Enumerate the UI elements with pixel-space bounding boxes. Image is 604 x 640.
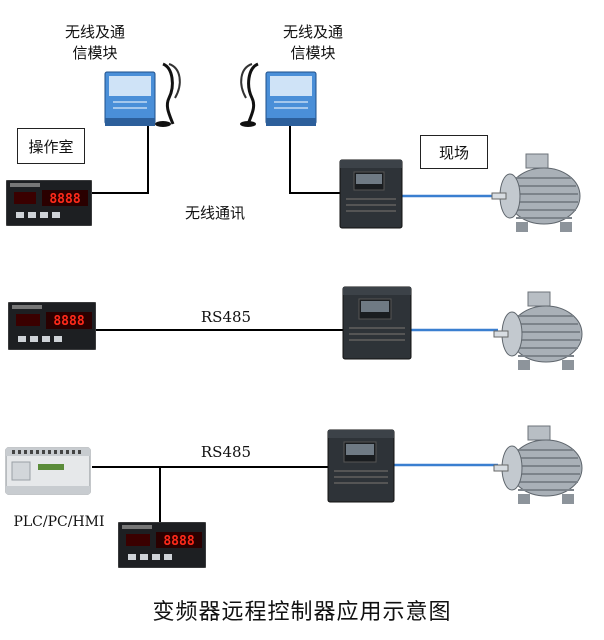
controller-2-digits: 8888 (53, 314, 84, 329)
field-label: 现场 (420, 135, 488, 169)
controller-3-digits: 8888 (163, 534, 194, 549)
module-left-caption: 无线及通 信模块 (50, 22, 140, 64)
diagram-caption: 变频器远程控制器应用示意图 (152, 600, 452, 625)
wire-module-to-vfd-1 (289, 125, 342, 194)
remote-controller-2: 8888 (8, 302, 96, 350)
wireless-module-left (103, 58, 189, 130)
wire-controller-to-module (90, 125, 149, 194)
wireless-module-right (236, 58, 322, 130)
module-right-caption: 无线及通 信模块 (268, 22, 358, 64)
motor-2 (488, 290, 588, 372)
rs485-label-row2: RS485 (200, 308, 252, 326)
wireless-link-label: 无线通讯 (184, 204, 245, 222)
remote-controller-3: 8888 (118, 522, 206, 568)
plc-label: PLC/PC/HMI (13, 514, 105, 530)
remote-controller-1: 8888 (6, 180, 92, 226)
motor-3 (488, 424, 588, 506)
module-right-caption-line2: 信模块 (290, 44, 336, 62)
vfd-2 (341, 285, 413, 361)
module-left-caption-line1: 无线及通 (64, 23, 125, 41)
module-left-caption-line2: 信模块 (72, 44, 118, 62)
rs485-label-row3: RS485 (200, 443, 252, 461)
plc-device (4, 444, 92, 498)
controller-1-digits: 8888 (49, 192, 80, 207)
control-room-label: 操作室 (17, 128, 85, 164)
vfd-3 (326, 428, 396, 504)
motor-1 (486, 152, 586, 234)
vfd-1 (338, 158, 404, 230)
module-right-caption-line1: 无线及通 (282, 23, 343, 41)
